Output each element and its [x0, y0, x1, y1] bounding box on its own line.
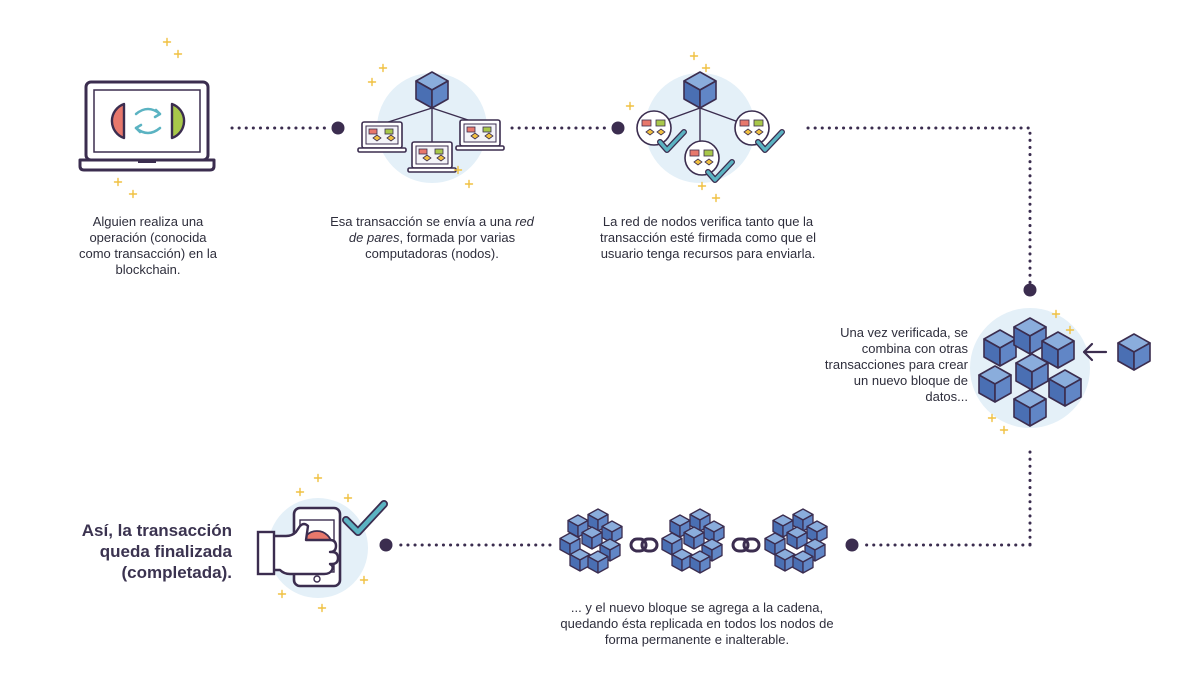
incoming-cube-icon [1082, 333, 1151, 371]
phone-hand-icon [256, 498, 368, 598]
step-2-caption-italic: red de pares [348, 214, 534, 245]
laptop-icon [78, 80, 216, 172]
final-statement: Así, la transacción queda finalizada (co… [81, 521, 232, 582]
step-1-caption: Alguien realiza una operación (conocida … [78, 214, 217, 277]
step-2-caption-end: , formada por varias computadoras (nodos… [365, 230, 516, 261]
step-4-caption: Una vez verificada, se combina con otras… [824, 325, 968, 404]
step-2-caption-start: Esa transacción se envía a una [330, 214, 516, 229]
step-3-caption: La red de nodos verifica tanto que la tr… [599, 214, 817, 261]
blockchain-chain-icon [560, 509, 827, 573]
connector-endpoints [331, 121, 1037, 552]
block-cube-icon [970, 308, 1090, 428]
peer-network-icon [357, 71, 505, 183]
verification-icon [637, 71, 782, 183]
step-5-caption: ... y el nuevo bloque se agrega a la cad… [560, 600, 834, 647]
step-2-caption: Esa transacción se envía a una red de pa… [322, 214, 542, 262]
checkmark-icon [342, 500, 388, 536]
connector-dots [230, 126, 1032, 547]
